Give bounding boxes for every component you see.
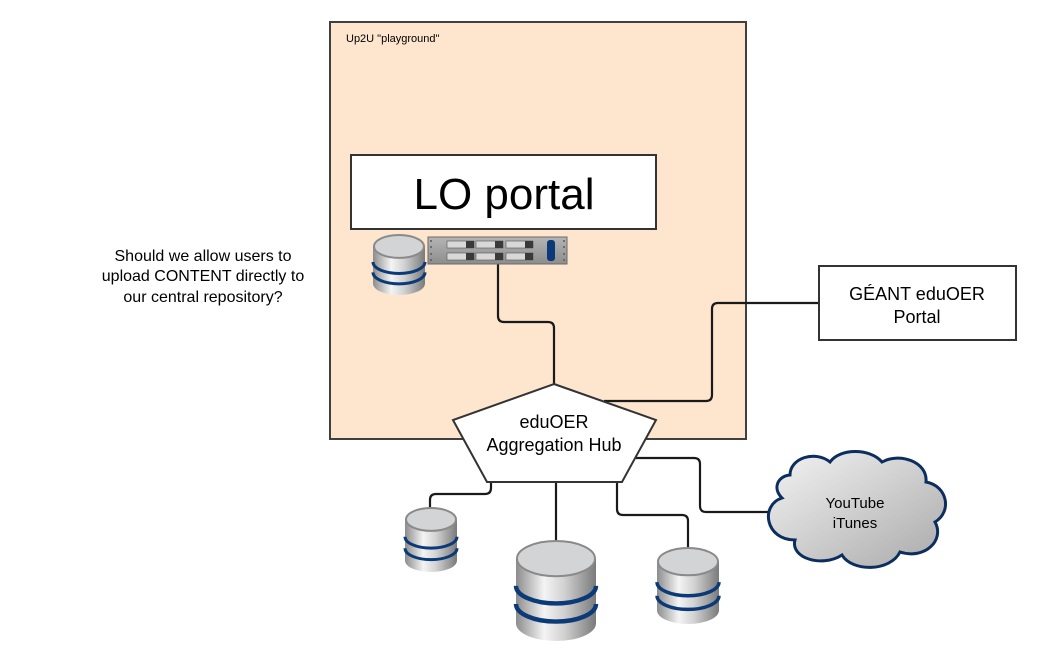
connector-hub-geant <box>604 301 820 403</box>
geant-label-line1: GÉANT eduOER <box>849 284 985 304</box>
connectors <box>428 264 820 547</box>
connector-server-hub <box>496 264 556 384</box>
database-stripe <box>655 581 721 598</box>
cloud-label-line2: iTunes <box>833 515 877 532</box>
database-stripe <box>371 272 427 286</box>
cloud-youtube-itunes: YouTube iTunes <box>766 450 947 569</box>
database-icon-playground <box>371 234 427 295</box>
question-line2: upload CONTENT directly to <box>102 268 305 285</box>
database-icon-left <box>403 507 459 572</box>
aggregation-hub: eduOER Aggregation Hub <box>451 382 658 483</box>
database-icon-right <box>655 547 721 624</box>
database-stripe <box>655 595 721 612</box>
lo-portal-label: LO portal <box>414 170 595 219</box>
database-stripe <box>513 603 599 624</box>
database-stripe <box>403 536 459 550</box>
cloud-label-line1: YouTube <box>826 495 885 512</box>
server-icon <box>427 236 568 265</box>
hub-label-line2: Aggregation Hub <box>486 435 621 455</box>
question-text: Should we allow users to upload CONTENT … <box>102 248 305 306</box>
hub-label-line1: eduOER <box>519 412 588 432</box>
playground-label: Up2U "playground" <box>346 33 440 45</box>
geant-label-line2: Portal <box>893 307 940 327</box>
connector-hub-db3 <box>615 482 690 547</box>
database-stripe <box>403 547 459 562</box>
question-line1: Should we allow users to <box>115 248 292 265</box>
database-stripe <box>371 261 427 275</box>
database-stripe <box>513 585 599 606</box>
database-icon-center <box>513 540 599 642</box>
playground-container: Up2U "playground" <box>329 21 747 440</box>
question-line3: our central repository? <box>123 289 282 306</box>
connector-hub-cloud <box>636 456 768 514</box>
connector-hub-db1 <box>428 482 493 510</box>
geant-portal-box: GÉANT eduOER Portal <box>818 265 1017 341</box>
lo-portal-box: LO portal <box>350 154 657 230</box>
